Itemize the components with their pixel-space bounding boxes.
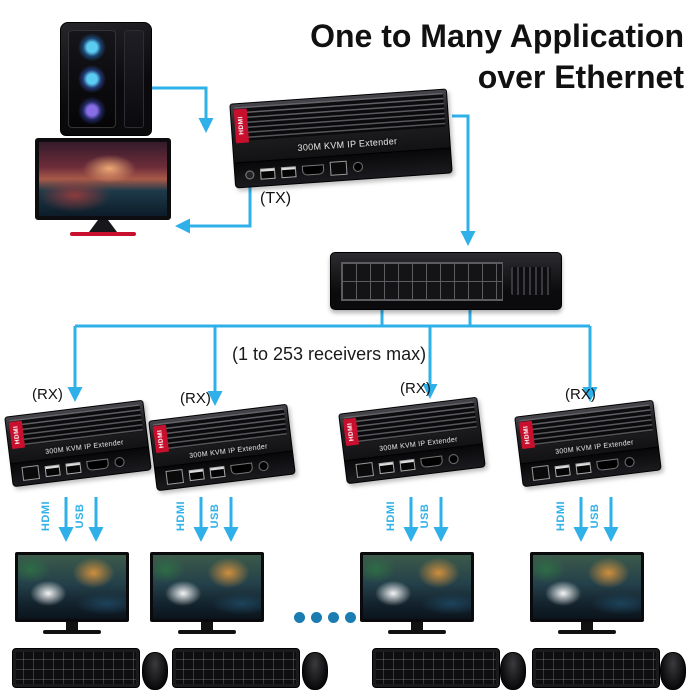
display-3 <box>360 552 474 634</box>
usb-port-icon <box>65 461 82 475</box>
usb-port-icon <box>259 167 276 180</box>
mouse-2 <box>302 652 328 690</box>
dot-icon <box>311 612 322 623</box>
pc-front-panel <box>124 30 144 128</box>
hdmi-brand-text: HDMI <box>522 425 532 445</box>
display-4 <box>530 552 644 634</box>
keyboard-3 <box>372 648 500 688</box>
mouse-3 <box>500 652 526 690</box>
hdmi-port-icon <box>420 455 444 469</box>
source-monitor <box>35 138 171 236</box>
pc-fans-glass-panel <box>68 30 116 128</box>
usb-label-rx3: USB <box>419 503 431 529</box>
title-line-1: One to Many Application <box>310 18 684 54</box>
power-button-icon <box>244 169 255 180</box>
hdmi-label-rx4: HDMI <box>555 500 567 532</box>
dc-jack-icon <box>624 456 636 468</box>
title-line-2: over Ethernet <box>477 59 684 95</box>
hdmi-brand-text: HDMI <box>237 116 246 136</box>
usb-port-icon <box>378 460 395 474</box>
usb-port-icon <box>188 467 205 481</box>
ethernet-port-icon <box>329 160 348 176</box>
ethernet-switch <box>330 252 562 310</box>
pc-to-tx-line <box>150 86 214 133</box>
hdmi-brand-text: HDMI <box>346 422 356 442</box>
hdmi-label-rx2: HDMI <box>175 500 187 532</box>
display-screen <box>15 552 129 622</box>
rx1-tag: (RX) <box>32 386 63 403</box>
ethernet-port-icon <box>355 461 375 478</box>
keyboard-1 <box>12 648 140 688</box>
rx3-tag: (RX) <box>400 380 431 397</box>
tx-to-switch-line <box>452 114 476 246</box>
display-stand <box>66 622 78 630</box>
rx2-tag: (RX) <box>180 390 211 407</box>
display-screen <box>360 552 474 622</box>
display-1 <box>15 552 129 634</box>
hdmi-port-icon <box>230 462 254 476</box>
switch-port-grid <box>341 261 503 301</box>
display-base <box>558 630 616 634</box>
display-screen <box>150 552 264 622</box>
usb-port-icon <box>209 465 226 479</box>
keyboard-2 <box>172 648 300 688</box>
hdmi-port-icon <box>301 164 325 176</box>
dc-jack-icon <box>258 460 270 472</box>
usb-port-icon <box>554 463 571 477</box>
display-base <box>178 630 236 634</box>
diagram-title: One to Many Application over Ethernet <box>310 16 684 98</box>
switch-vents <box>511 267 551 295</box>
ethernet-port-icon <box>531 464 551 481</box>
receivers-note: (1 to 253 receivers max) <box>232 344 427 364</box>
display-stand <box>411 622 423 630</box>
hdmi-label-rx1: HDMI <box>40 500 52 532</box>
ethernet-port-icon <box>21 464 41 481</box>
usb-port-icon <box>44 463 61 477</box>
tx-to-monitor-line <box>175 186 252 234</box>
display-stand <box>581 622 593 630</box>
usb-label-rx1: USB <box>74 503 86 529</box>
display-base <box>388 630 446 634</box>
source-monitor-stand <box>89 220 117 232</box>
dc-jack-icon <box>114 456 126 468</box>
dc-jack-icon <box>352 161 364 173</box>
ellipsis-dots <box>294 612 356 623</box>
display-2 <box>150 552 264 634</box>
dot-icon <box>294 612 305 623</box>
mouse-1 <box>142 652 168 690</box>
tx-tag: (TX) <box>260 190 292 207</box>
hdmi-label-rx3: HDMI <box>385 500 397 532</box>
usb-label-rx2: USB <box>209 503 221 529</box>
display-base <box>43 630 101 634</box>
dc-jack-icon <box>448 453 460 465</box>
hdmi-port-icon <box>86 458 110 472</box>
pc-tower <box>60 22 152 136</box>
rx4-tag: (RX) <box>565 386 596 403</box>
keyboard-4 <box>532 648 660 688</box>
usb-port-icon <box>399 458 416 472</box>
source-monitor-screen <box>35 138 171 220</box>
display-screen <box>530 552 644 622</box>
usb-port-icon <box>575 461 592 475</box>
display-stand <box>201 622 213 630</box>
ethernet-port-icon <box>165 468 185 485</box>
mouse-4 <box>660 652 686 690</box>
hdmi-port-icon <box>596 458 620 472</box>
hdmi-brand-badge: HDMI <box>233 108 250 143</box>
dot-icon <box>345 612 356 623</box>
dot-icon <box>328 612 339 623</box>
hdmi-brand-text: HDMI <box>156 429 166 449</box>
source-monitor-base <box>70 232 136 236</box>
tx-extender: HDMI 300M KVM IP Extender <box>229 88 453 189</box>
usb-port-icon <box>280 165 297 178</box>
hdmi-brand-text: HDMI <box>12 425 22 445</box>
usb-label-rx4: USB <box>589 503 601 529</box>
